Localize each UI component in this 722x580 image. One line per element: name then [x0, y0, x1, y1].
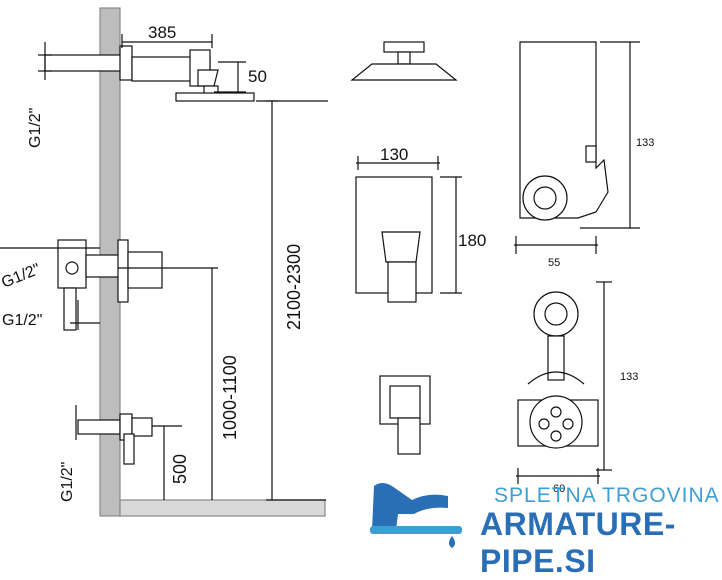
dim-spout-height: 500 — [170, 454, 190, 484]
dim-thread-mixer-lower: G1/2" — [2, 312, 42, 329]
dim-body-height-front: 133 — [620, 371, 638, 383]
floor — [119, 499, 326, 517]
dim-total-height: 2100-2300 — [284, 244, 304, 330]
brand-tagline: SPLETNA TRGOVINA — [494, 484, 720, 507]
dim-thread-spout: G1/2" — [59, 462, 76, 502]
dim-body-depth: 55 — [548, 257, 560, 269]
faucet-logo-icon — [370, 483, 462, 548]
dim-body-width: 60 — [553, 483, 565, 495]
valve-body-front — [517, 291, 599, 449]
wall-plate — [355, 176, 433, 303]
dim-plate-height: 180 — [458, 231, 486, 250]
valve-body-side — [519, 41, 609, 221]
shower-head-front — [350, 41, 458, 81]
dim-thread-top: G1/2" — [27, 108, 44, 148]
spout-front — [379, 375, 431, 455]
shower-head-side — [175, 92, 255, 102]
dim-mixer-height: 1000-1100 — [220, 355, 240, 440]
technical-drawing: 385 50 G1/2" 2100-2300 1000-1100 500 G1/… — [0, 7, 654, 517]
dim-thread-mixer-upper: G1/2" — [0, 261, 43, 292]
dim-head-drop: 50 — [248, 67, 267, 86]
dim-arm-length: 385 — [148, 23, 176, 42]
dim-body-height-side: 133 — [636, 137, 654, 149]
dim-plate-width: 130 — [380, 145, 408, 164]
spout-side — [77, 413, 153, 465]
brand-name: ARMATURE-PIPE.SI — [480, 506, 676, 579]
shower-arm — [44, 45, 255, 102]
